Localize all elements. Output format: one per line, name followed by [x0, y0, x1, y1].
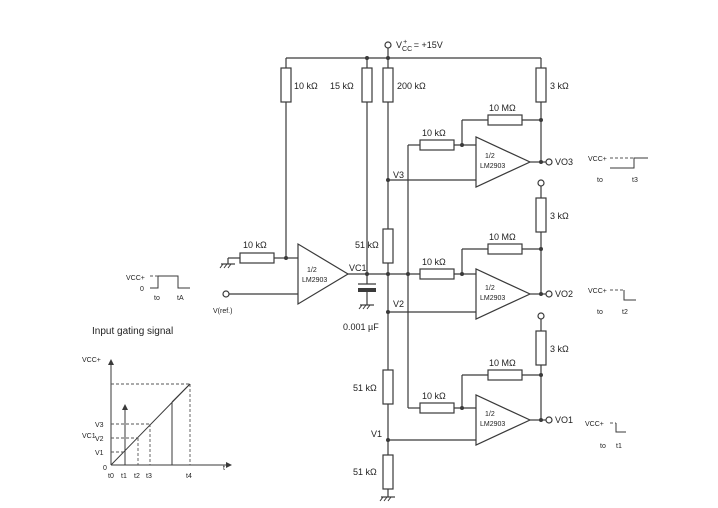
input-waveform [150, 275, 190, 289]
node-vc1: VC1 [349, 263, 367, 273]
node-v1: V1 [371, 429, 382, 439]
input-wave-vcc: VCC+ [126, 275, 145, 282]
comparator-1 [475, 394, 532, 446]
resistor-10k-b [419, 268, 455, 280]
graph-tick-t2: t2 [134, 473, 140, 480]
label-10k-a: 10 kΩ [422, 128, 446, 138]
out1-wave-t: t1 [616, 443, 622, 450]
output-waveform-3 [610, 157, 648, 169]
label-3k-mid: 3 kΩ [550, 211, 569, 221]
vref-terminal [222, 290, 230, 298]
resistor-15k [361, 67, 373, 103]
resistor-10k-top [280, 67, 292, 103]
amp-input-half: 1/2 [307, 267, 317, 274]
resistor-3k-mid [535, 197, 547, 233]
resistor-10M-bot [487, 369, 523, 381]
output-vo1: VO1 [555, 415, 573, 425]
resistor-3k-top [535, 67, 547, 103]
output-vo2: VO2 [555, 289, 573, 299]
input-wave-tA: tA [177, 295, 184, 302]
graph-level-v2: V2 [95, 436, 104, 443]
out1-wave-vcc: VCC+ [585, 421, 604, 428]
resistor-10M-mid [487, 243, 523, 255]
comparator-2 [475, 268, 532, 320]
graph-level-vc1: VC1 [82, 433, 96, 440]
label-10M-top: 10 MΩ [489, 103, 516, 113]
label-15k: 15 kΩ [330, 81, 354, 91]
resistor-10k-input [239, 252, 275, 264]
label-3k-bot: 3 kΩ [550, 344, 569, 354]
resistor-51k-b [382, 369, 394, 405]
node-v2: V2 [393, 299, 404, 309]
amp-2-half: 1/2 [485, 285, 495, 292]
resistor-10M-top [487, 114, 523, 126]
label-10k-b: 10 kΩ [422, 257, 446, 267]
out3-wave-vcc: VCC+ [588, 156, 607, 163]
node-vref: V(ref.) [213, 308, 232, 315]
label-capacitor: 0.001 µF [343, 322, 379, 332]
node-v3: V3 [393, 170, 404, 180]
graph-xaxis-label: t [223, 465, 225, 472]
out1-wave-t0: to [600, 443, 606, 450]
label-51k-a: 51 kΩ [355, 240, 379, 250]
resistor-200k [382, 67, 394, 103]
label-10k-input: 10 kΩ [243, 240, 267, 250]
graph-level-v1: V1 [95, 450, 104, 457]
output-vo3: VO3 [555, 157, 573, 167]
amp-1-part: LM2903 [480, 421, 505, 428]
label-10k-c: 10 kΩ [422, 391, 446, 401]
graph-origin: 0 [103, 465, 107, 472]
amp-2-part: LM2903 [480, 295, 505, 302]
graph-ylabel: VCC+ [82, 357, 101, 364]
output-vo2-terminal [545, 290, 553, 298]
label-200k: 200 kΩ [397, 81, 426, 91]
supply-label: VCC+ = +15V [396, 39, 443, 53]
label-51k-c: 51 kΩ [353, 467, 377, 477]
comparator-3 [475, 136, 532, 188]
graph-tick-t1: t1 [121, 473, 127, 480]
out3-wave-t0: to [597, 177, 603, 184]
input-wave-t0: to [154, 295, 160, 302]
graph-tick-t4: t4 [186, 473, 192, 480]
label-10M-mid: 10 MΩ [489, 232, 516, 242]
resistor-51k-c [382, 454, 394, 490]
amp-3-part: LM2903 [480, 163, 505, 170]
output-vo3-terminal [545, 158, 553, 166]
out3-wave-t: t3 [632, 177, 638, 184]
amp-input-part: LM2903 [302, 277, 327, 284]
label-51k-b: 51 kΩ [353, 383, 377, 393]
label-10k-top: 10 kΩ [294, 81, 318, 91]
output-vo1-terminal [545, 416, 553, 424]
output-waveform-2 [610, 289, 636, 301]
resistor-3k-bot [535, 330, 547, 366]
input-wave-zero: 0 [140, 286, 144, 293]
resistor-51k-a [382, 228, 394, 264]
label-3k-top: 3 kΩ [550, 81, 569, 91]
capacitor [358, 288, 376, 292]
graph-tick-t0: t0 [108, 473, 114, 480]
out2-wave-t0: to [597, 309, 603, 316]
resistor-10k-c [419, 402, 455, 414]
supply-terminal [384, 41, 392, 49]
graph-title: Input gating signal [92, 326, 173, 337]
graph-tick-t3: t3 [146, 473, 152, 480]
comparator-input [297, 242, 350, 306]
resistor-10k-a [419, 139, 455, 151]
amp-1-half: 1/2 [485, 411, 495, 418]
out2-wave-t: t2 [622, 309, 628, 316]
amp-3-half: 1/2 [485, 153, 495, 160]
graph-level-v3: V3 [95, 422, 104, 429]
out2-wave-vcc: VCC+ [588, 288, 607, 295]
output-waveform-1 [610, 422, 626, 433]
label-10M-bot: 10 MΩ [489, 358, 516, 368]
gating-graph [108, 359, 232, 468]
